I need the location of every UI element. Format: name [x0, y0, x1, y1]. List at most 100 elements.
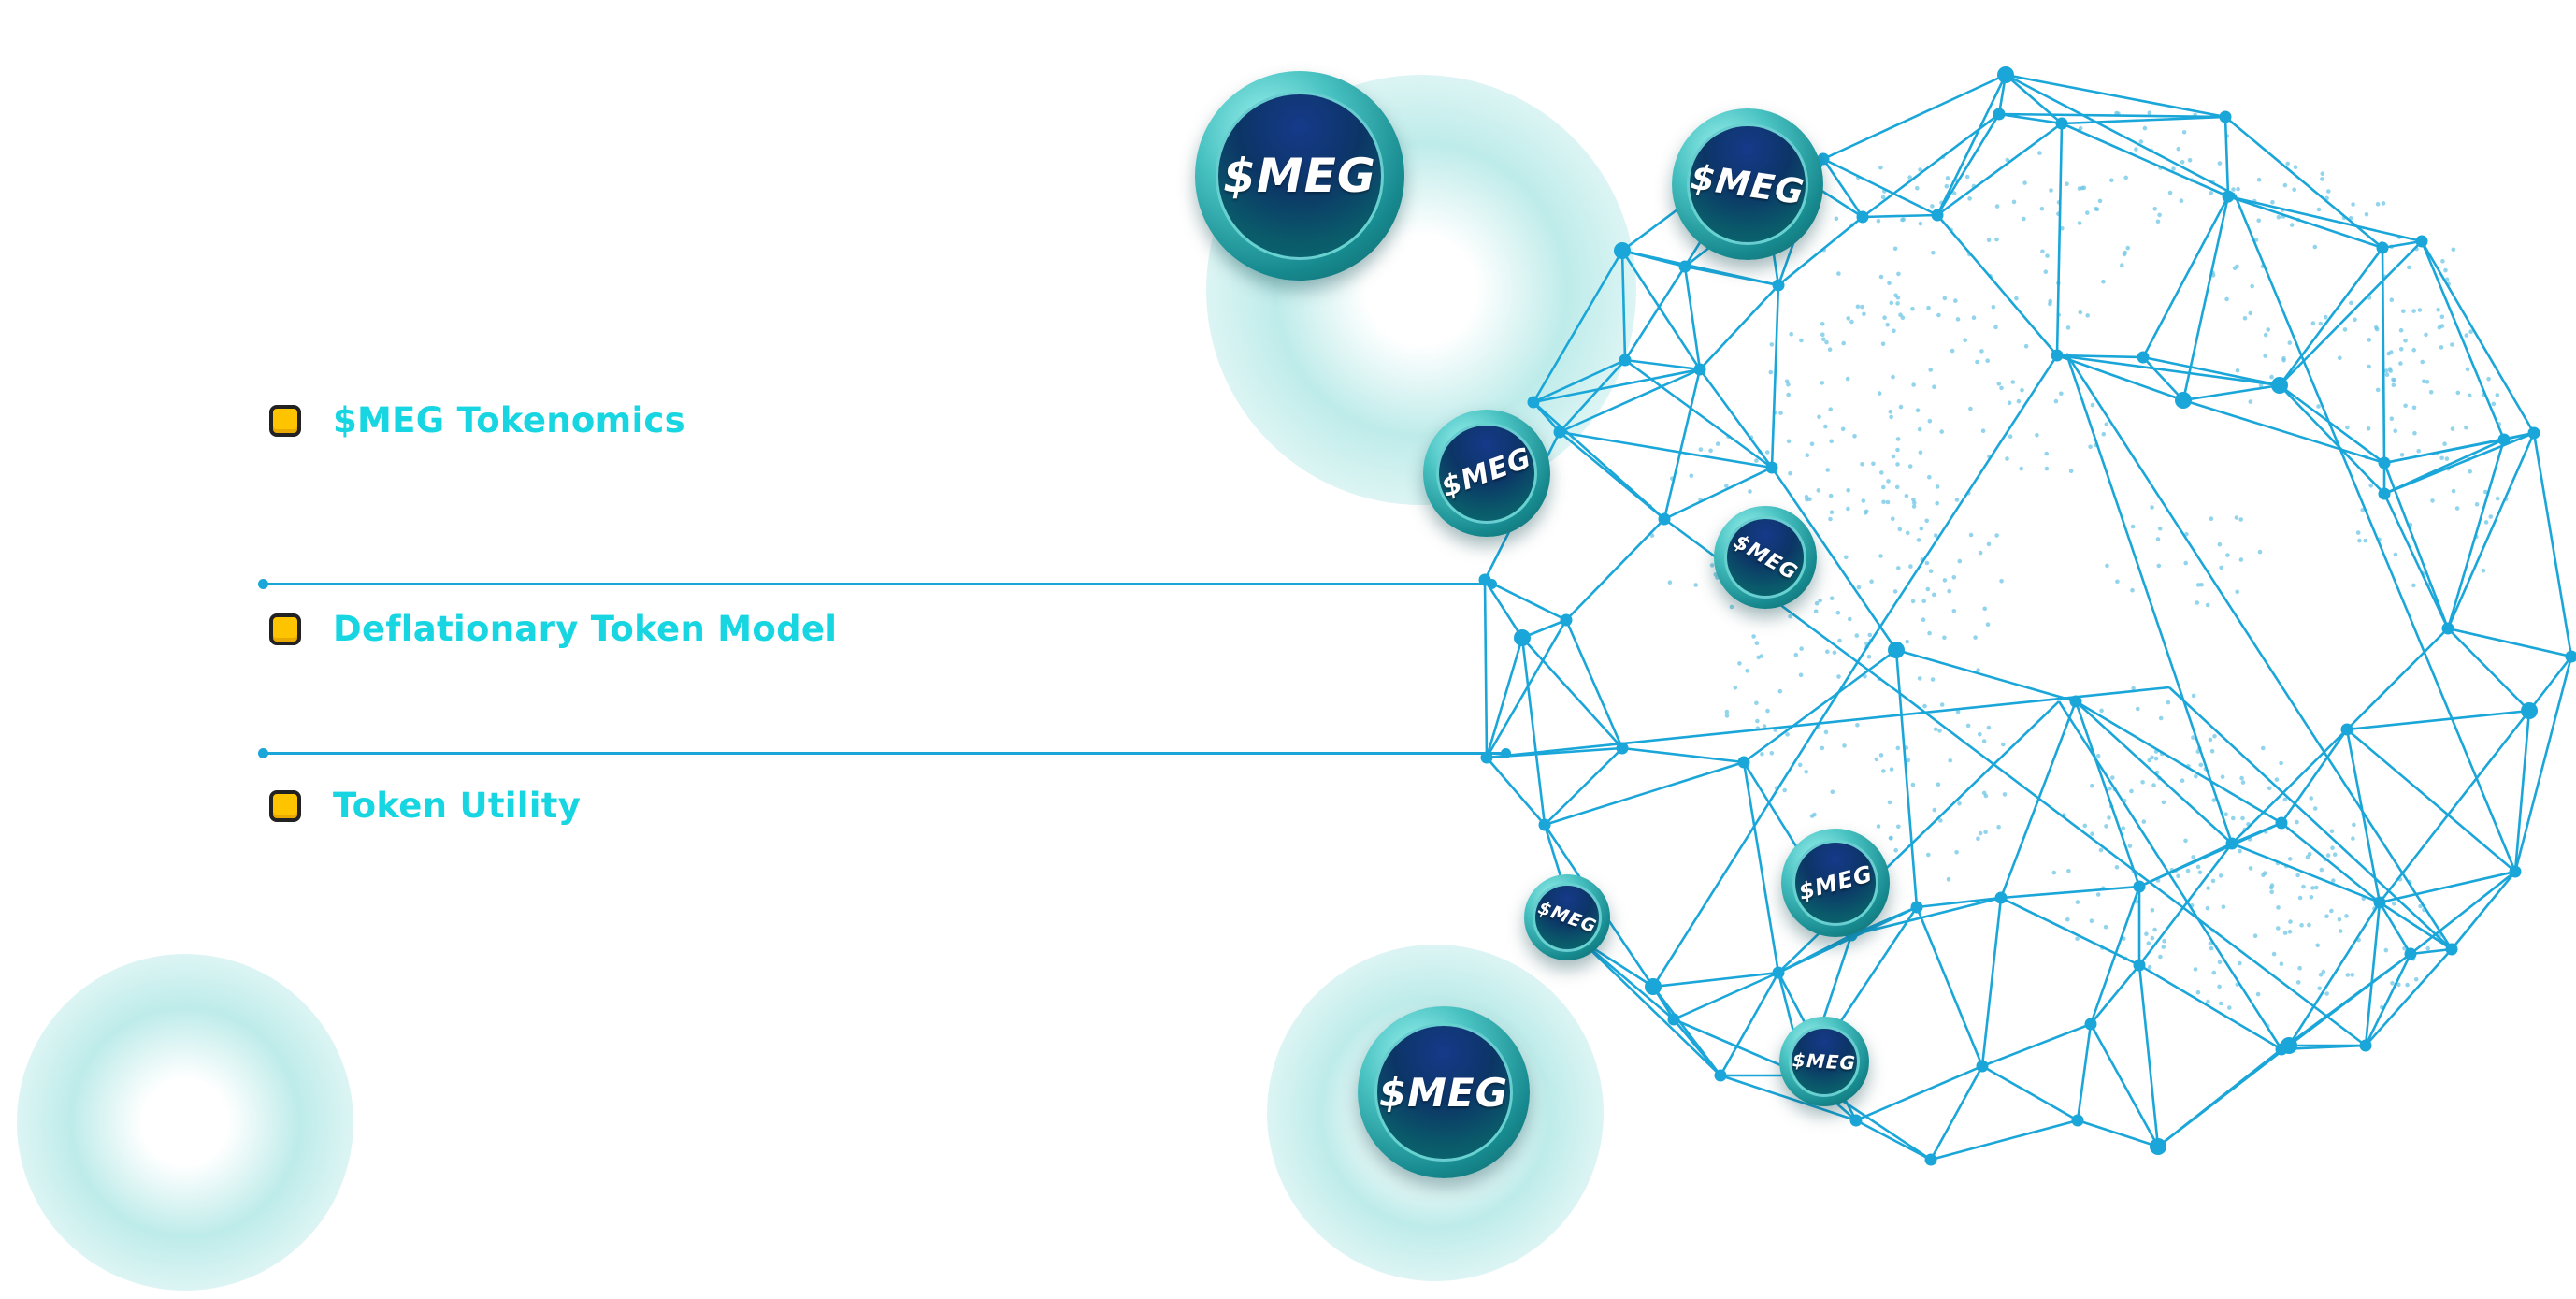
network-node	[1994, 891, 2008, 904]
network-node	[1924, 1153, 1937, 1166]
network-line	[1564, 619, 1624, 749]
network-node	[2378, 487, 2391, 500]
network-node	[2084, 1018, 2097, 1031]
network-node	[1658, 512, 1671, 526]
coin-label: $MEG	[1688, 156, 1807, 212]
network-node	[2404, 947, 2417, 960]
network-line	[2378, 902, 2412, 955]
background-glow-bottom-left	[17, 954, 353, 1291]
network-node	[1856, 210, 1869, 224]
coin-label: $MEG	[1795, 860, 1876, 905]
network-line	[1620, 250, 1627, 361]
network-line	[1936, 122, 2063, 217]
network-line	[2138, 821, 2282, 888]
network-line	[1770, 467, 1898, 651]
coin-label: $MEG	[1378, 1069, 1509, 1116]
network-node	[2441, 622, 2454, 635]
network-line	[1936, 113, 2001, 216]
network-line	[2379, 870, 2516, 904]
network-line	[2446, 432, 2536, 629]
network-line	[2000, 885, 2140, 900]
network-node	[2175, 392, 2192, 409]
network-line	[2182, 398, 2385, 465]
network-line	[1699, 284, 1779, 370]
network-line	[1743, 648, 1897, 764]
network-line	[1486, 757, 1546, 826]
network-line	[2000, 896, 2140, 967]
network-line	[1822, 157, 1938, 217]
menu-item-deflationary-token-model[interactable]: Deflationary Token Model	[269, 609, 837, 649]
network-node	[1772, 966, 1785, 979]
network-line	[2075, 700, 2233, 844]
network-line	[1673, 971, 1779, 1021]
network-line	[1662, 368, 1702, 520]
network-line	[2182, 383, 2281, 402]
network-line	[1544, 747, 1623, 826]
network-line	[1579, 939, 1721, 1076]
network-line	[1651, 986, 1722, 1076]
network-line	[2061, 122, 2229, 198]
network-node	[1817, 152, 1830, 166]
network-line	[1559, 359, 1626, 433]
network-line	[1822, 73, 2007, 161]
network-line	[1855, 1064, 1983, 1122]
network-line	[2446, 439, 2506, 629]
network-line	[2450, 871, 2517, 950]
network-line	[1486, 686, 2170, 759]
network-line	[2378, 710, 2531, 903]
network-node	[2376, 241, 2389, 254]
network-line	[2223, 116, 2230, 197]
network-nodes	[1478, 66, 2576, 1166]
meg-coin-icon: $MEG	[1358, 1006, 1530, 1178]
network-line	[1624, 358, 1701, 371]
network-node	[2219, 110, 2232, 123]
network-line	[1980, 897, 2003, 1067]
network-node	[1993, 108, 2006, 121]
network-line	[1483, 579, 1524, 639]
network-line	[2056, 354, 2184, 402]
network-line	[2074, 700, 2141, 888]
network-line	[2142, 356, 2184, 401]
network-line	[2233, 194, 2517, 873]
network-line	[1998, 112, 2226, 119]
network-line	[1652, 971, 1779, 989]
network-line	[2527, 656, 2573, 712]
coin-label: $MEG	[1534, 897, 1600, 938]
network-node	[1645, 978, 1662, 995]
network-line	[1663, 466, 1773, 521]
network-line	[1862, 213, 1938, 219]
network-node	[1931, 209, 1944, 222]
network-line	[2410, 947, 2453, 956]
coin-label: $MEG	[1729, 529, 1802, 585]
network-line	[2231, 729, 2348, 844]
network-line	[2345, 729, 2382, 903]
network-node	[2340, 723, 2353, 736]
meg-coin-icon: $MEG	[1714, 506, 1817, 609]
menu-item-meg-tokenomics[interactable]: $MEG Tokenomics	[269, 400, 685, 440]
network-node	[2071, 1114, 2084, 1127]
network-lines	[1483, 73, 2573, 1162]
network-line	[2065, 353, 2454, 950]
network-line	[1485, 619, 1568, 758]
network-line	[2089, 964, 2141, 1025]
menu-item-token-utility[interactable]: Token Utility	[269, 786, 581, 826]
network-line	[1895, 648, 2077, 703]
network-line	[2057, 700, 2283, 1050]
network-line	[1565, 518, 1665, 621]
network-line	[1544, 760, 1745, 827]
network-line	[2278, 247, 2384, 386]
square-bullet-icon	[269, 789, 301, 822]
coin-label: $MEG	[1792, 1048, 1857, 1075]
menu-divider-2	[258, 748, 1511, 758]
network-line	[1521, 637, 1623, 749]
network-line	[1862, 112, 2000, 219]
network-node	[1619, 354, 1632, 367]
network-line	[2346, 709, 2530, 731]
network-line	[1866, 354, 2059, 646]
network-line	[2137, 843, 2234, 966]
network-line	[2056, 354, 2281, 387]
network-line	[2279, 384, 2385, 495]
network-line	[2447, 628, 2530, 712]
network-line	[1936, 74, 2008, 216]
network-line	[2383, 438, 2505, 465]
